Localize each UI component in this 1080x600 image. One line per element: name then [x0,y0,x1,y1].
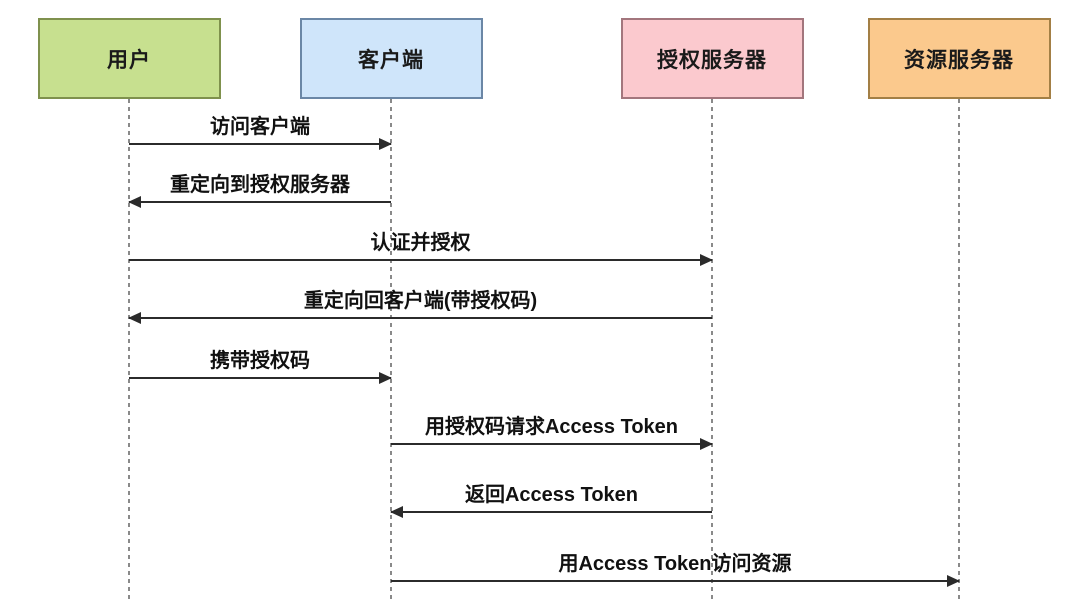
actor-label-client: 客户端 [358,48,424,72]
message-line [129,317,712,319]
actor-box-client: 客户端 [299,18,483,99]
arrowhead-right-icon [379,138,392,150]
actor-box-resource: 资源服务器 [867,18,1051,99]
actor-box-user: 用户 [37,18,221,99]
message-6-client-to-auth: 用授权码请求Access Token [391,409,713,450]
actor-box-auth: 授权服务器 [620,18,804,99]
message-line [391,511,712,513]
message-7-auth-to-client: 返回Access Token [390,477,712,518]
arrowhead-left-icon [128,196,141,208]
message-label: 重定向回客户端(带授权码) [303,290,538,312]
message-label: 访问客户端 [210,116,310,138]
message-line [129,143,391,145]
lifeline-resource [958,99,960,600]
message-5-user-to-client: 携带授权码 [129,343,392,384]
arrowhead-right-icon [700,438,713,450]
arrowhead-right-icon [947,575,960,587]
message-line [129,259,712,261]
lifeline-client [390,99,392,600]
lifeline-user [128,99,130,600]
message-label: 重定向到授权服务器 [170,174,350,196]
arrowhead-left-icon [390,506,403,518]
message-line [129,201,391,203]
actor-label-auth: 授权服务器 [657,48,767,72]
actor-label-user: 用户 [107,48,151,72]
message-label: 携带授权码 [210,350,310,372]
message-line [129,377,391,379]
message-line [391,580,959,582]
message-label: 返回Access Token [464,484,639,506]
message-label: 用授权码请求Access Token [424,416,679,438]
message-line [391,443,712,445]
message-1-user-to-client: 访问客户端 [129,109,392,150]
message-label: 用Access Token访问资源 [558,553,792,575]
arrowhead-left-icon [128,312,141,324]
message-label: 认证并授权 [370,232,471,254]
message-3-user-to-auth: 认证并授权 [129,225,713,266]
message-2-client-to-user: 重定向到授权服务器 [128,167,391,208]
arrowhead-right-icon [700,254,713,266]
arrowhead-right-icon [379,372,392,384]
lifeline-auth [711,99,713,600]
message-4-auth-to-user: 重定向回客户端(带授权码) [128,283,712,324]
actor-label-resource: 资源服务器 [904,48,1014,72]
message-8-client-to-resource: 用Access Token访问资源 [391,546,960,587]
